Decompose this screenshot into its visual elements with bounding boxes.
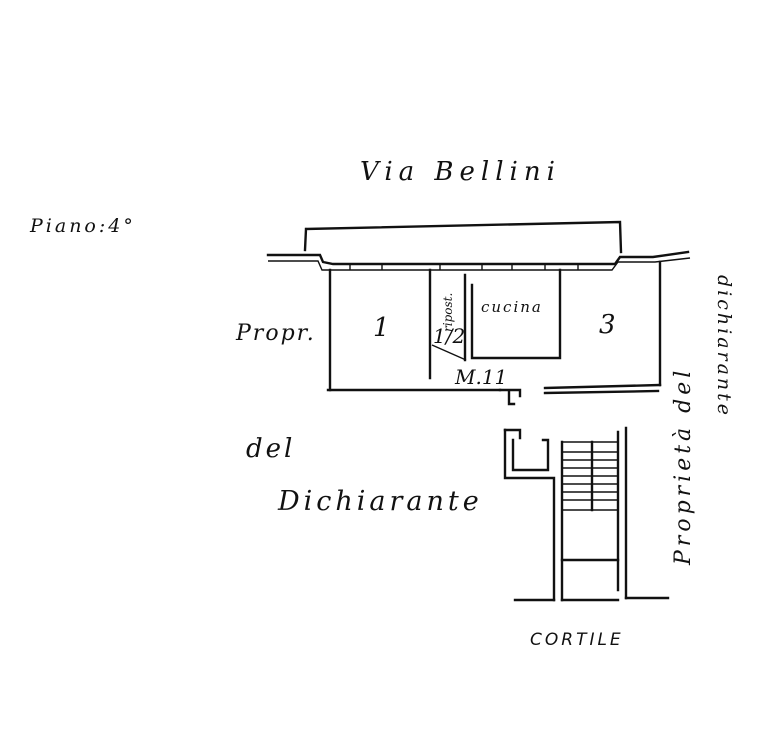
room-1-label: 1 <box>373 313 390 343</box>
stair-treads <box>562 451 618 501</box>
street-label: Via Bellini <box>360 157 561 187</box>
left-owner-line-3: Dichiarante <box>277 486 483 517</box>
left-owner-line-1: Propr. <box>235 321 316 346</box>
staircase <box>503 426 670 602</box>
left-owner-line-2: del <box>246 434 295 464</box>
floor-label: Piano:4° <box>29 215 136 237</box>
room-3-label: 3 <box>599 310 616 340</box>
room-cucina-label: cucina <box>481 298 543 316</box>
map-sheet-label: M.11 <box>454 365 507 389</box>
courtyard-label: CORTILE <box>530 630 624 650</box>
room-2-label: 1/2 <box>433 324 465 348</box>
right-owner-line-2: dichiarante <box>713 275 735 418</box>
building-walls <box>266 220 691 406</box>
room-ripostiglio-label: ripost. <box>441 293 455 332</box>
right-owner-line-1: Proprietà del <box>671 367 696 566</box>
